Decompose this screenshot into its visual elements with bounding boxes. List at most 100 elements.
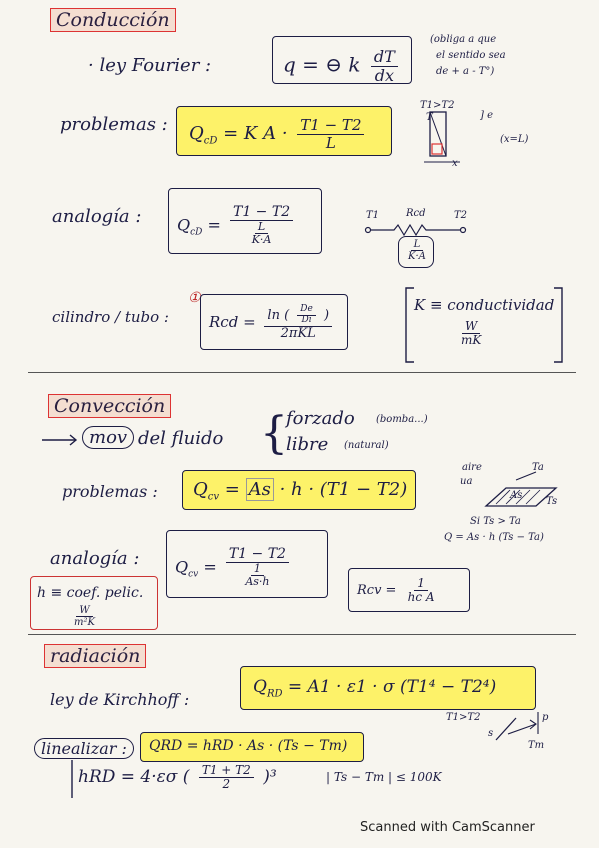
linealizar-box: QRD = hRD · As · (Ts − Tm) [140,732,364,762]
conveccion-analogia-label: analogía : [50,548,140,569]
libre-note: (natural) [344,440,389,451]
fourier-note-3: de + a - T°) [436,66,495,77]
radiation-sketch [495,712,539,741]
sketch-ta: Ta [532,462,544,473]
hrd-num: T1 + T2 [198,763,254,779]
circuit-den: K·A [408,251,426,262]
analogia-q-sub: cD [190,227,203,238]
sketch-q: Q = As · h (Ts − Ta) [444,532,544,543]
kirchhoff-label: ley de Kirchhoff : [50,690,190,709]
qrd-eq: = A1 · ε1 · σ (T1⁴ − T2⁴) [287,677,497,697]
section-divider-1 [28,372,576,373]
h-units-num: W [76,605,93,617]
circuit-num: L [410,239,424,251]
analogia-q: Q [177,215,191,235]
circuit-frac-box: L K·A [398,236,434,268]
sketch-ua: ua [460,476,473,487]
h-units-den: m²K [74,617,95,628]
sketch-ts: Ts [546,496,558,507]
fourier-note-1: (obliga a que [430,34,497,45]
analogia-cv-eq: = [203,557,217,577]
rcd-den: 2πKL [280,325,316,341]
analogia-cv-inner-den: As·h [245,575,270,589]
analogia-cv-q-sub: cv [188,569,199,580]
fourier-minus: ⊖ [325,52,343,77]
analogia-num: T1 − T2 [229,204,294,222]
hrd-den: 2 [222,777,231,792]
rcd-lhs: Rcd = [209,313,256,332]
section-header-conveccion: Convección [48,394,172,418]
rcd-ln-num: De [297,304,316,316]
conduccion-analogia-box: QcD = T1 − T2 L K·A [168,188,322,254]
conduccion-problemas-label: problemas : [60,114,168,135]
k-box-bracket [405,287,563,363]
conveccion-analogia-box: Qcv = T1 − T2 1 As·h [166,530,328,598]
conduccion-problemas-box: QcD = K A · T1 − T2 L [176,106,392,156]
fourier-q: q = [283,52,319,77]
circuit-t2: T2 [454,210,468,221]
fourier-note-2: el sentido sea [436,50,506,61]
fourier-k: k [348,52,361,77]
h-definition: h ≡ coef. pelic. [37,585,144,601]
wall-dims-1: ] e [480,110,493,121]
conduccion-analogia-label: analogía : [52,206,142,227]
mov-word: mov [82,426,135,449]
fourier-num: dT [370,48,398,67]
hrd-close: )³ [263,767,277,788]
analogia-eq: = [207,215,221,235]
circuit-resistor [364,223,467,237]
section-header-radiacion: radiación [44,644,147,668]
sketch-area: As [510,490,523,501]
hrd-lhs: hRD = 4·εσ ( [78,767,190,788]
analogia-cv-num: T1 − T2 [225,546,289,564]
circuit-t1: T1 [366,210,380,221]
qrd-subscript: RD [266,688,283,700]
fourier-formula-box: q = ⊖ k dT dx [272,36,412,84]
rad-side-s: s [488,728,494,739]
hrd-condition: | Ts − Tm | ≤ 100K [326,770,442,784]
rcd-ln-close: ) [323,307,330,323]
analogia-cv-q: Q [175,557,189,577]
h-box: h ≡ coef. pelic. W m²K [30,576,158,630]
qcv-as: As [245,478,274,501]
rad-side-t: Tm [528,740,545,751]
cilindro-mark: ① [188,290,201,306]
rcv-box: Rcv = 1 hc A [348,568,470,612]
k-units-den: mK [461,333,482,348]
rcd-ln: ln ( [267,307,290,323]
wall-label: T1>T2 [420,100,455,111]
rcv-lhs: Rcv = [357,583,397,599]
k-definition: K ≡ conductividad [414,296,555,314]
sketch-aire: aire [462,462,482,473]
qrd-symbol: Q [253,677,267,697]
plate-sketch [484,471,558,507]
libre-word: libre [286,434,329,455]
forzado-note: (bomba...) [376,414,428,425]
del-fluido: del fluido [138,428,224,449]
analogia-inner-num: L [254,221,269,235]
mov-arrow [42,434,78,446]
qcv-rest: · h · (T1 − T2) [279,479,408,500]
fluido-brace: { [260,408,288,459]
scanner-watermark: Scanned with CamScanner [360,820,535,835]
wall-x: x [452,158,458,169]
qcd-symbol: Q [189,123,204,144]
forzado-word: forzado [286,408,355,429]
circuit-r: Rcd [406,208,426,219]
rcd-ln-den: Di [301,314,312,325]
sketch-condition: Si Ts > Ta [470,516,521,527]
cilindro-label: cilindro / tubo : [52,308,169,326]
analogia-cv-inner-num: 1 [250,563,264,577]
qcv-eq: = [224,479,240,500]
cilindro-box: Rcd = ln ( De Di ) 2πKL [200,294,348,350]
rad-side-p: p [542,712,549,723]
linealizar-eq: QRD = hRD · As · (Ts − Tm) [149,738,348,754]
qcd-subscript: cD [203,135,218,147]
qcd-num: T1 − T2 [297,117,365,135]
wall-dims-2: (x=L) [500,134,529,145]
rcv-num: 1 [414,576,428,592]
linealizar-label: linealizar : [34,738,134,759]
qcd-eq: = K A · [223,123,288,144]
wall-sketch [424,111,460,163]
